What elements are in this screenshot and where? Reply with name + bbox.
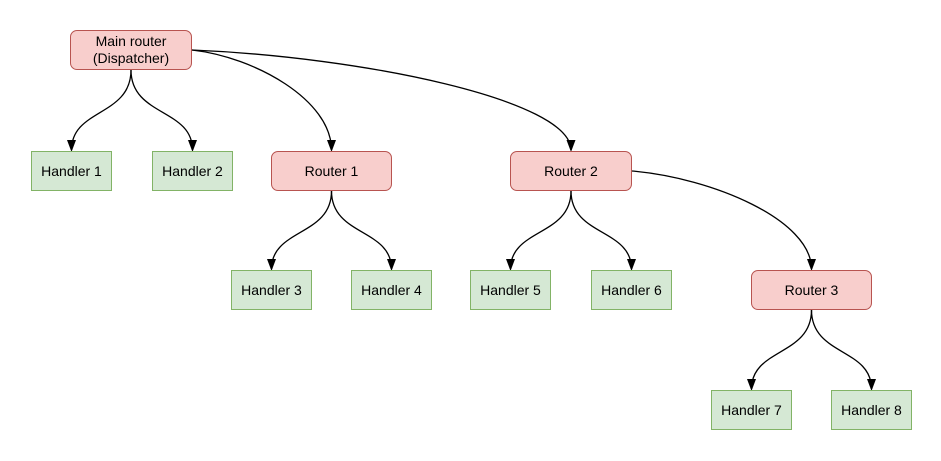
node-label-line: Handler 8: [841, 401, 902, 418]
diagram-node-r1: Router 1: [271, 151, 392, 191]
diagram-node-r3: Router 3: [751, 270, 872, 310]
node-label-line: Handler 5: [480, 281, 541, 298]
node-label-block: Handler 6: [601, 282, 662, 299]
diagram-node-h5: Handler 5: [470, 270, 551, 310]
node-label-line: Handler 6: [601, 281, 662, 298]
node-label-block: Handler 8: [841, 402, 902, 419]
edge-main-to-r2: [191, 49, 576, 152]
node-label-line: Handler 4: [361, 281, 422, 298]
edge-main-to-r1: [191, 49, 336, 152]
diagram-node-r2: Router 2: [510, 151, 632, 191]
edge-main-to-h1: [67, 69, 132, 152]
node-label-line: Handler 7: [721, 401, 782, 418]
diagram-node-h6: Handler 6: [591, 270, 672, 310]
node-label-block: Router 1: [305, 163, 359, 180]
node-label-block: Handler 4: [361, 282, 422, 299]
node-label-line: Router 2: [544, 162, 598, 179]
node-label-line: Handler 2: [162, 162, 223, 179]
edge-main-to-h2: [130, 69, 197, 152]
node-label-block: Main router(Dispatcher): [93, 33, 169, 67]
node-label-block: Handler 2: [162, 163, 223, 180]
node-label-block: Handler 3: [241, 282, 302, 299]
edge-r1-to-h4: [330, 190, 396, 271]
node-label-block: Handler 7: [721, 402, 782, 419]
edge-r3-to-h7: [747, 309, 813, 391]
node-label-block: Router 3: [785, 282, 839, 299]
edge-r3-to-h8: [810, 309, 876, 391]
diagram-node-h4: Handler 4: [351, 270, 432, 310]
node-label-line: Router 1: [304, 162, 359, 179]
node-label-line: Handler 1: [41, 162, 102, 179]
node-label-block: Handler 5: [480, 282, 541, 299]
diagram-node-h1: Handler 1: [31, 151, 112, 191]
node-label-line: Handler 3: [241, 281, 302, 298]
node-label-line: (Dispatcher): [92, 50, 170, 66]
node-label-line: Router 3: [784, 281, 839, 298]
edge-r2-to-h5: [506, 190, 572, 271]
edge-r2-to-h6: [570, 190, 636, 271]
diagram-node-h2: Handler 2: [152, 151, 233, 191]
diagram-node-h8: Handler 8: [831, 390, 912, 430]
edge-r2-to-r3: [631, 170, 816, 271]
edge-r1-to-h3: [267, 190, 333, 271]
node-label-block: Router 2: [544, 163, 598, 180]
diagram-node-main: Main router(Dispatcher): [70, 30, 192, 70]
diagram-node-h7: Handler 7: [711, 390, 792, 430]
node-label-line: Main router: [95, 33, 167, 49]
node-label-block: Handler 1: [41, 163, 102, 180]
diagram-node-h3: Handler 3: [231, 270, 312, 310]
